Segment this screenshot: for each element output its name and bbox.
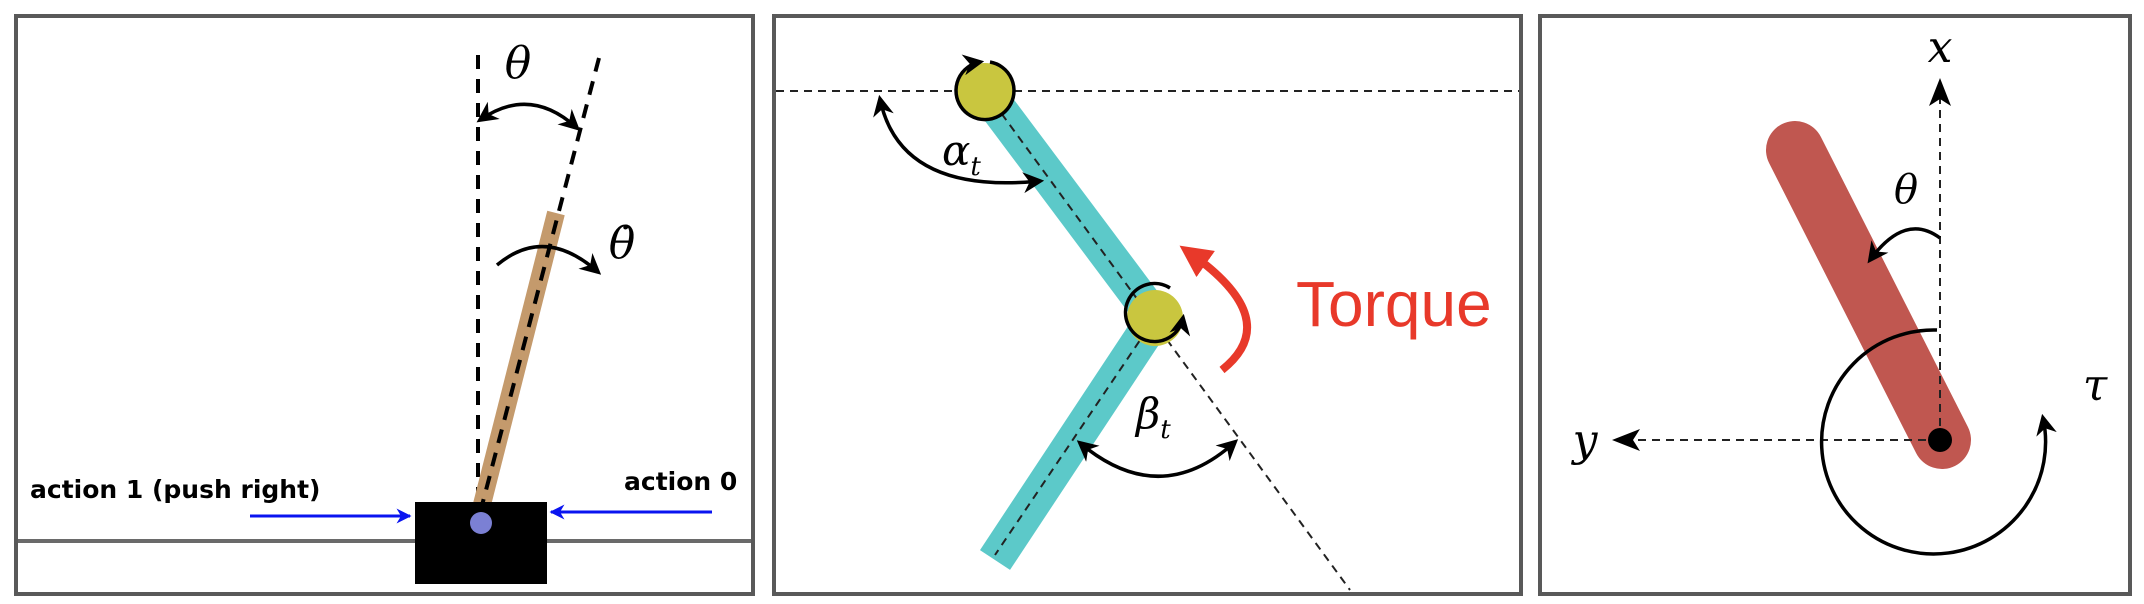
alpha-subscript: t <box>970 152 981 182</box>
pendulum-panel: x y θ τ <box>1538 14 2132 596</box>
theta-arc-arrow <box>476 101 581 131</box>
pendulum-frame <box>1538 14 2132 596</box>
y-axis-label: y <box>1571 415 1599 466</box>
tau-label: τ <box>2083 360 2108 411</box>
pole-axis-line <box>472 57 601 537</box>
beta-symbol: β <box>1134 389 1160 438</box>
torque-label: Torque <box>1296 268 1492 340</box>
beta-arc-arrow <box>1076 439 1239 478</box>
cartpole-frame <box>14 14 755 596</box>
beta-subscript: t <box>1160 415 1171 445</box>
cartpole-panel: θ θ̇ action 1 (push right) action 0 <box>14 14 755 596</box>
action-0-label: action 0 <box>624 467 737 496</box>
middle-joint <box>1127 290 1183 346</box>
theta-arc-arrow <box>1867 227 1942 264</box>
alpha-label: αt <box>942 126 981 182</box>
pole-axle <box>470 512 492 534</box>
x-axis-arrowhead <box>1929 78 1951 106</box>
action-1-label: action 1 (push right) <box>30 475 320 504</box>
y-axis-arrowhead <box>1612 429 1640 451</box>
theta-label: θ <box>505 38 532 89</box>
acrobot-panel: αt βt Torque <box>772 14 1523 596</box>
torque-arrow <box>1179 245 1251 374</box>
theta-label: θ <box>1894 167 1918 213</box>
theta-dot-label: θ̇ <box>609 218 636 269</box>
pendulum-rod <box>1766 121 1971 469</box>
torque-rotation-arrow <box>1819 328 2057 556</box>
x-axis-label: x <box>1928 22 1953 73</box>
alpha-arc-arrow <box>873 94 1045 194</box>
theta-dot-arc-arrow <box>495 245 602 275</box>
lower-link-axis <box>994 317 1156 556</box>
beta-label: βt <box>1134 389 1171 445</box>
middle-joint-rotation-icon <box>1123 281 1191 344</box>
pivot-point <box>1928 428 1952 452</box>
alpha-symbol: α <box>942 126 970 175</box>
